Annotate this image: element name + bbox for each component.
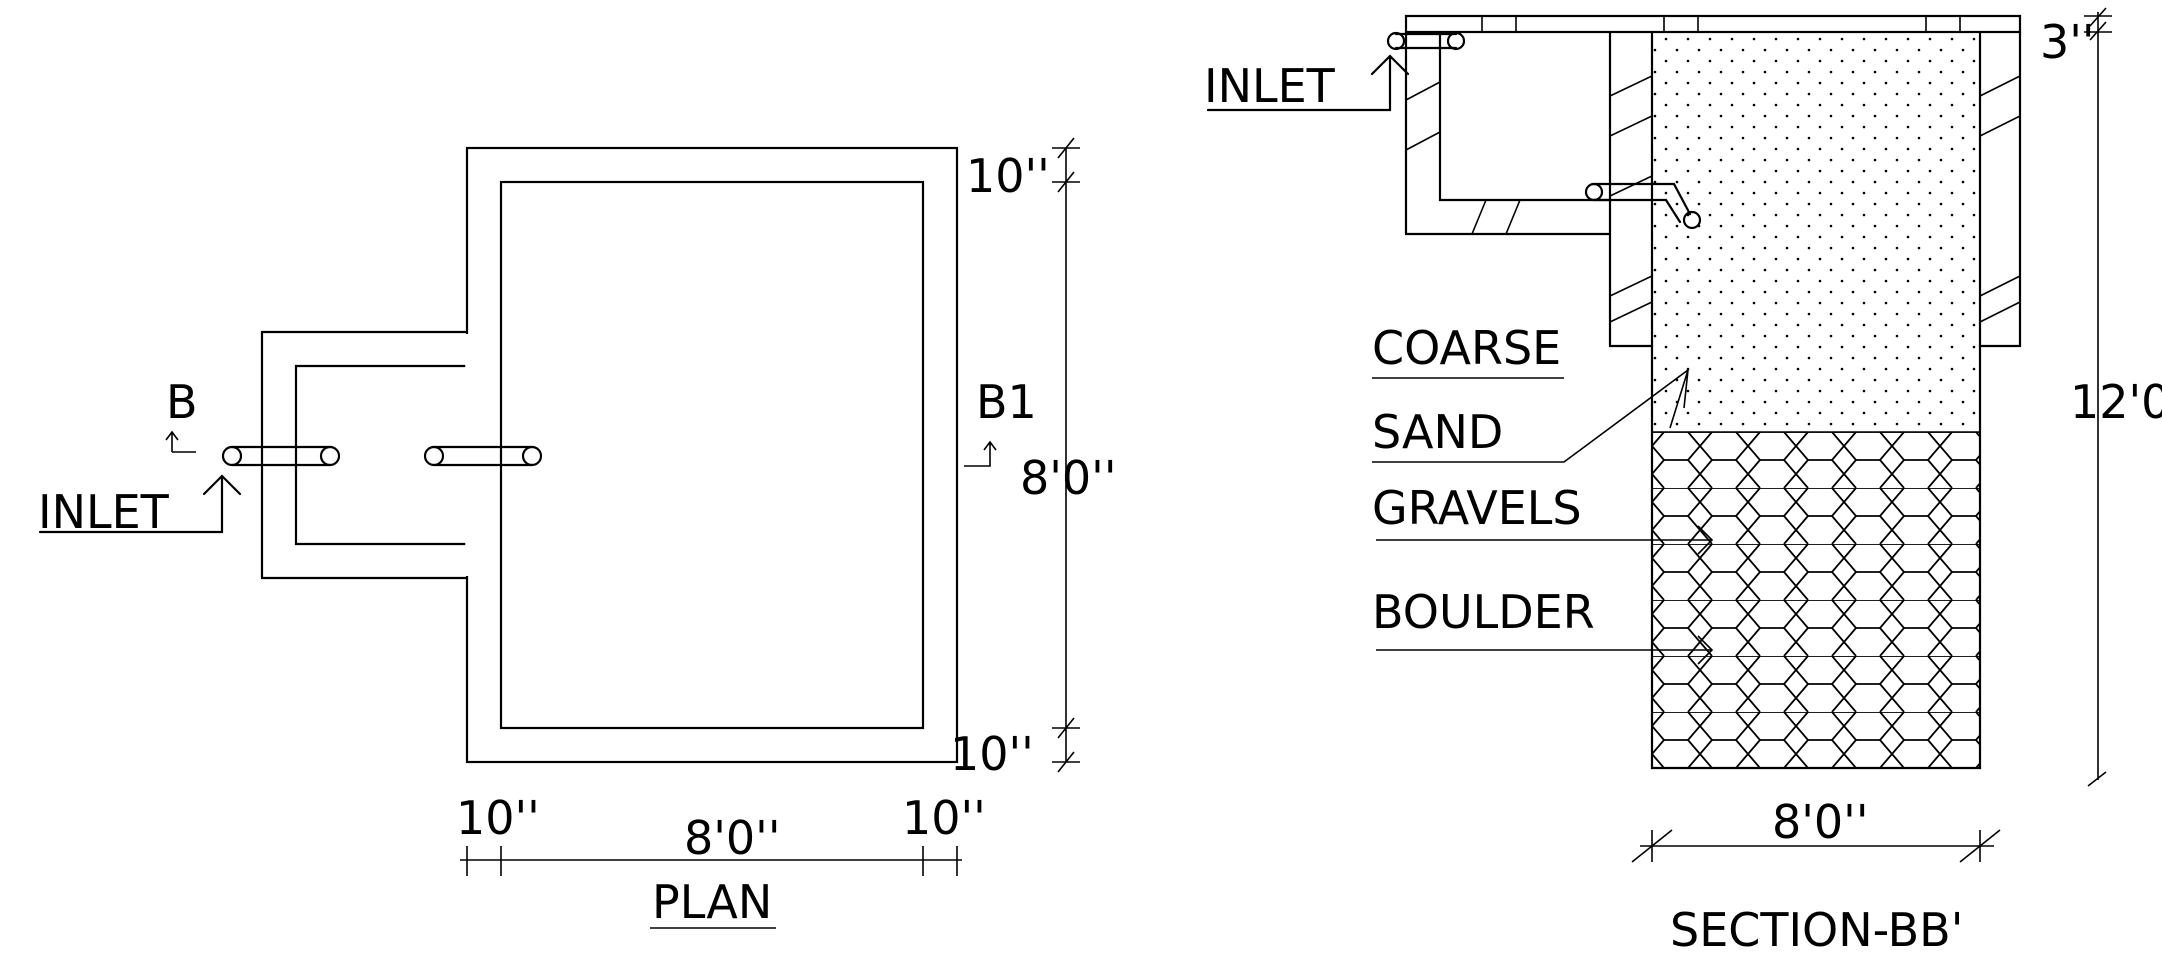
section-inlet-label: INLET <box>1204 59 1336 113</box>
section-inlet-chamber <box>1404 30 1612 236</box>
section-dim-top: 3'' <box>2040 15 2095 69</box>
section-horizontal-dimension <box>1631 829 2001 863</box>
inlet-pipe-left <box>221 445 341 467</box>
section-title: SECTION-BB' <box>1670 903 1963 953</box>
plan-vertical-dimension <box>1052 137 1080 773</box>
plan-dim-top-thickness: 10'' <box>966 149 1050 203</box>
section-vertical-dimension <box>2084 7 2112 787</box>
section-inlet-arrow <box>1206 54 1410 112</box>
section-inlet-pipe <box>1386 31 1702 230</box>
plan-title: PLAN <box>652 875 772 929</box>
gravel-boulder-layer <box>1652 432 1980 768</box>
cover-slab <box>1404 14 2022 34</box>
section-arrow-b <box>165 430 196 453</box>
inlet-pipe-right <box>423 445 543 467</box>
label-gravels: GRAVELS <box>1372 481 1582 535</box>
chamber-outer-wall <box>260 330 469 580</box>
pit-right-wall <box>1978 30 2022 348</box>
section-dim-width: 8'0'' <box>1772 795 1868 849</box>
section-view: INLET 3'' 12'0' COARSE SAND GRAVELS BOUL… <box>1204 7 2162 953</box>
section-mark-b: B <box>166 375 198 429</box>
label-coarse: COARSE <box>1372 321 1561 375</box>
plan-dim-bottom-thickness: 10'' <box>950 727 1034 781</box>
section-arrow-b1 <box>964 440 997 467</box>
gravels-leader <box>1376 525 1714 555</box>
plan-dim-right-thickness: 10'' <box>902 791 986 845</box>
label-boulder: BOULDER <box>1372 585 1595 639</box>
coarse-sand-layer <box>1652 32 1980 432</box>
section-mark-b1: B1 <box>976 375 1037 429</box>
tank-inner-wall <box>499 180 925 730</box>
plan-horizontal-dimension <box>460 846 962 876</box>
section-dim-depth: 12'0' <box>2070 375 2162 429</box>
plan-dim-left-thickness: 10'' <box>456 791 540 845</box>
chamber-inner-wall <box>294 364 469 546</box>
plan-dim-height: 8'0'' <box>1020 451 1116 505</box>
plan-view: INLET B B1 10'' 8'0'' 10'' <box>38 137 1116 929</box>
plan-inlet-label: INLET <box>38 485 170 539</box>
inlet-arrow <box>38 474 242 534</box>
plan-dim-width: 8'0'' <box>684 811 780 865</box>
sand-leader <box>1372 369 1689 463</box>
boulder-leader <box>1376 635 1714 665</box>
pit-left-wall <box>1608 30 1654 348</box>
label-sand: SAND <box>1372 405 1503 459</box>
